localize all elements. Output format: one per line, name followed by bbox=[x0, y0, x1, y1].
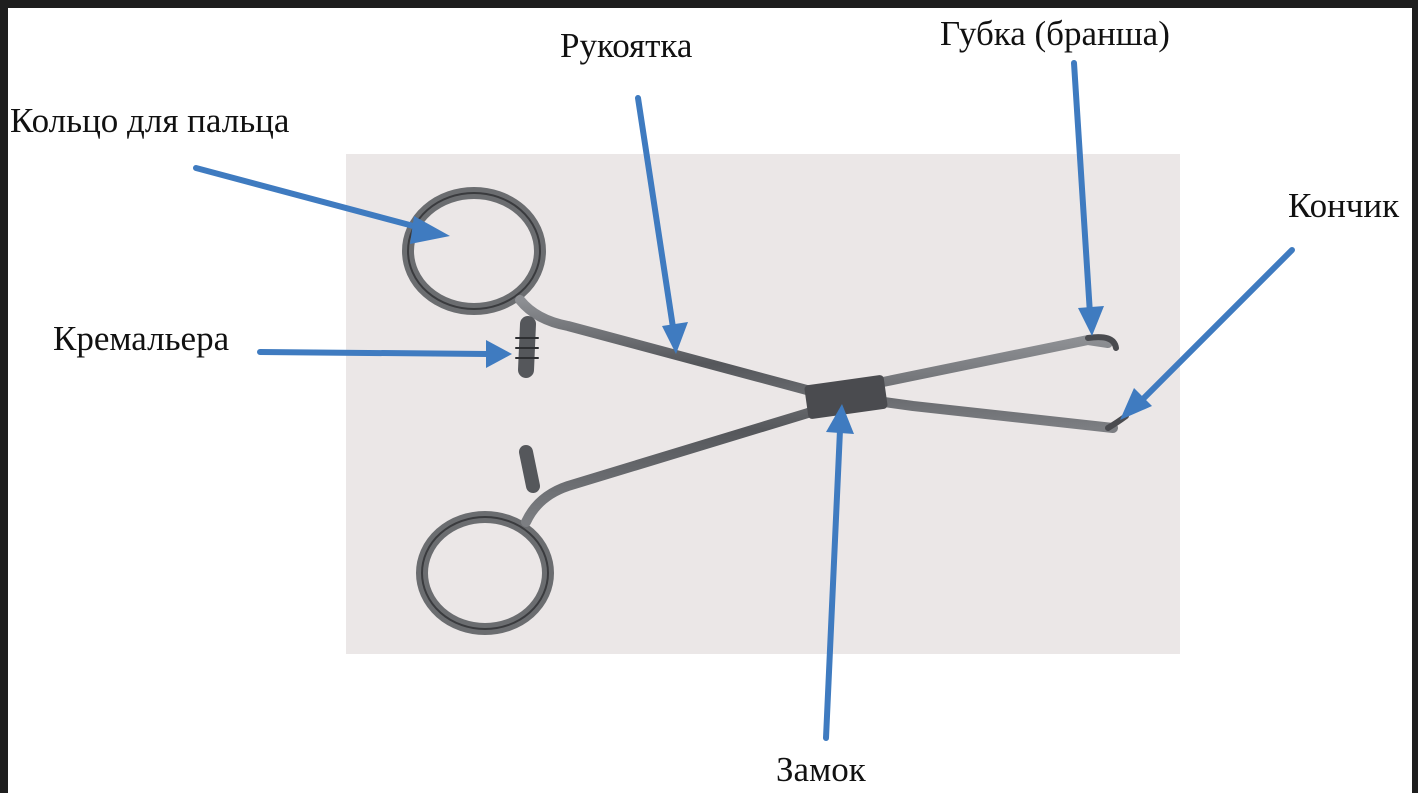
finger-ring-label: Кольцо для пальца bbox=[10, 103, 289, 138]
tip-label: Кончик bbox=[1288, 188, 1399, 223]
handle-label: Рукоятка bbox=[560, 28, 692, 63]
jaw-label: Губка (бранша) bbox=[940, 16, 1170, 51]
lower-ratchet-post bbox=[526, 452, 533, 486]
ratchet-label: Кремальера bbox=[53, 321, 229, 356]
box-lock-label: Замок bbox=[776, 752, 866, 787]
photo-background bbox=[346, 154, 1180, 654]
diagram-canvas: Кольцо для пальца Рукоятка Губка (бранша… bbox=[8, 8, 1412, 793]
